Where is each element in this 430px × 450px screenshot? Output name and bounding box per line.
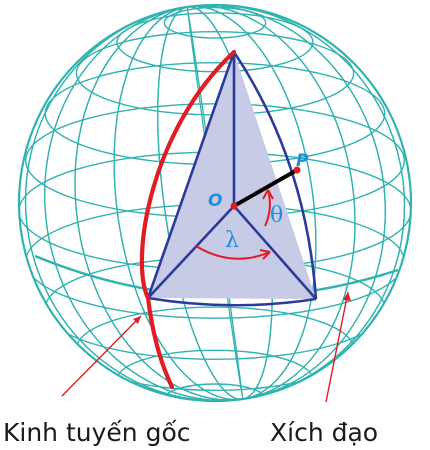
point-p-label: P [296, 151, 309, 171]
equator-pointer [326, 292, 348, 402]
wedge-equator-edge [148, 298, 316, 305]
equator-caption: Xích đạo [270, 418, 378, 447]
prime-meridian-caption: Kinh tuyến gốc [3, 418, 191, 447]
theta-label: θ [270, 203, 283, 228]
prime-meridian-pointer [62, 316, 141, 396]
lambda-label: λ [225, 228, 239, 253]
point-o-marker [231, 203, 238, 210]
point-o-label: O [208, 191, 222, 211]
